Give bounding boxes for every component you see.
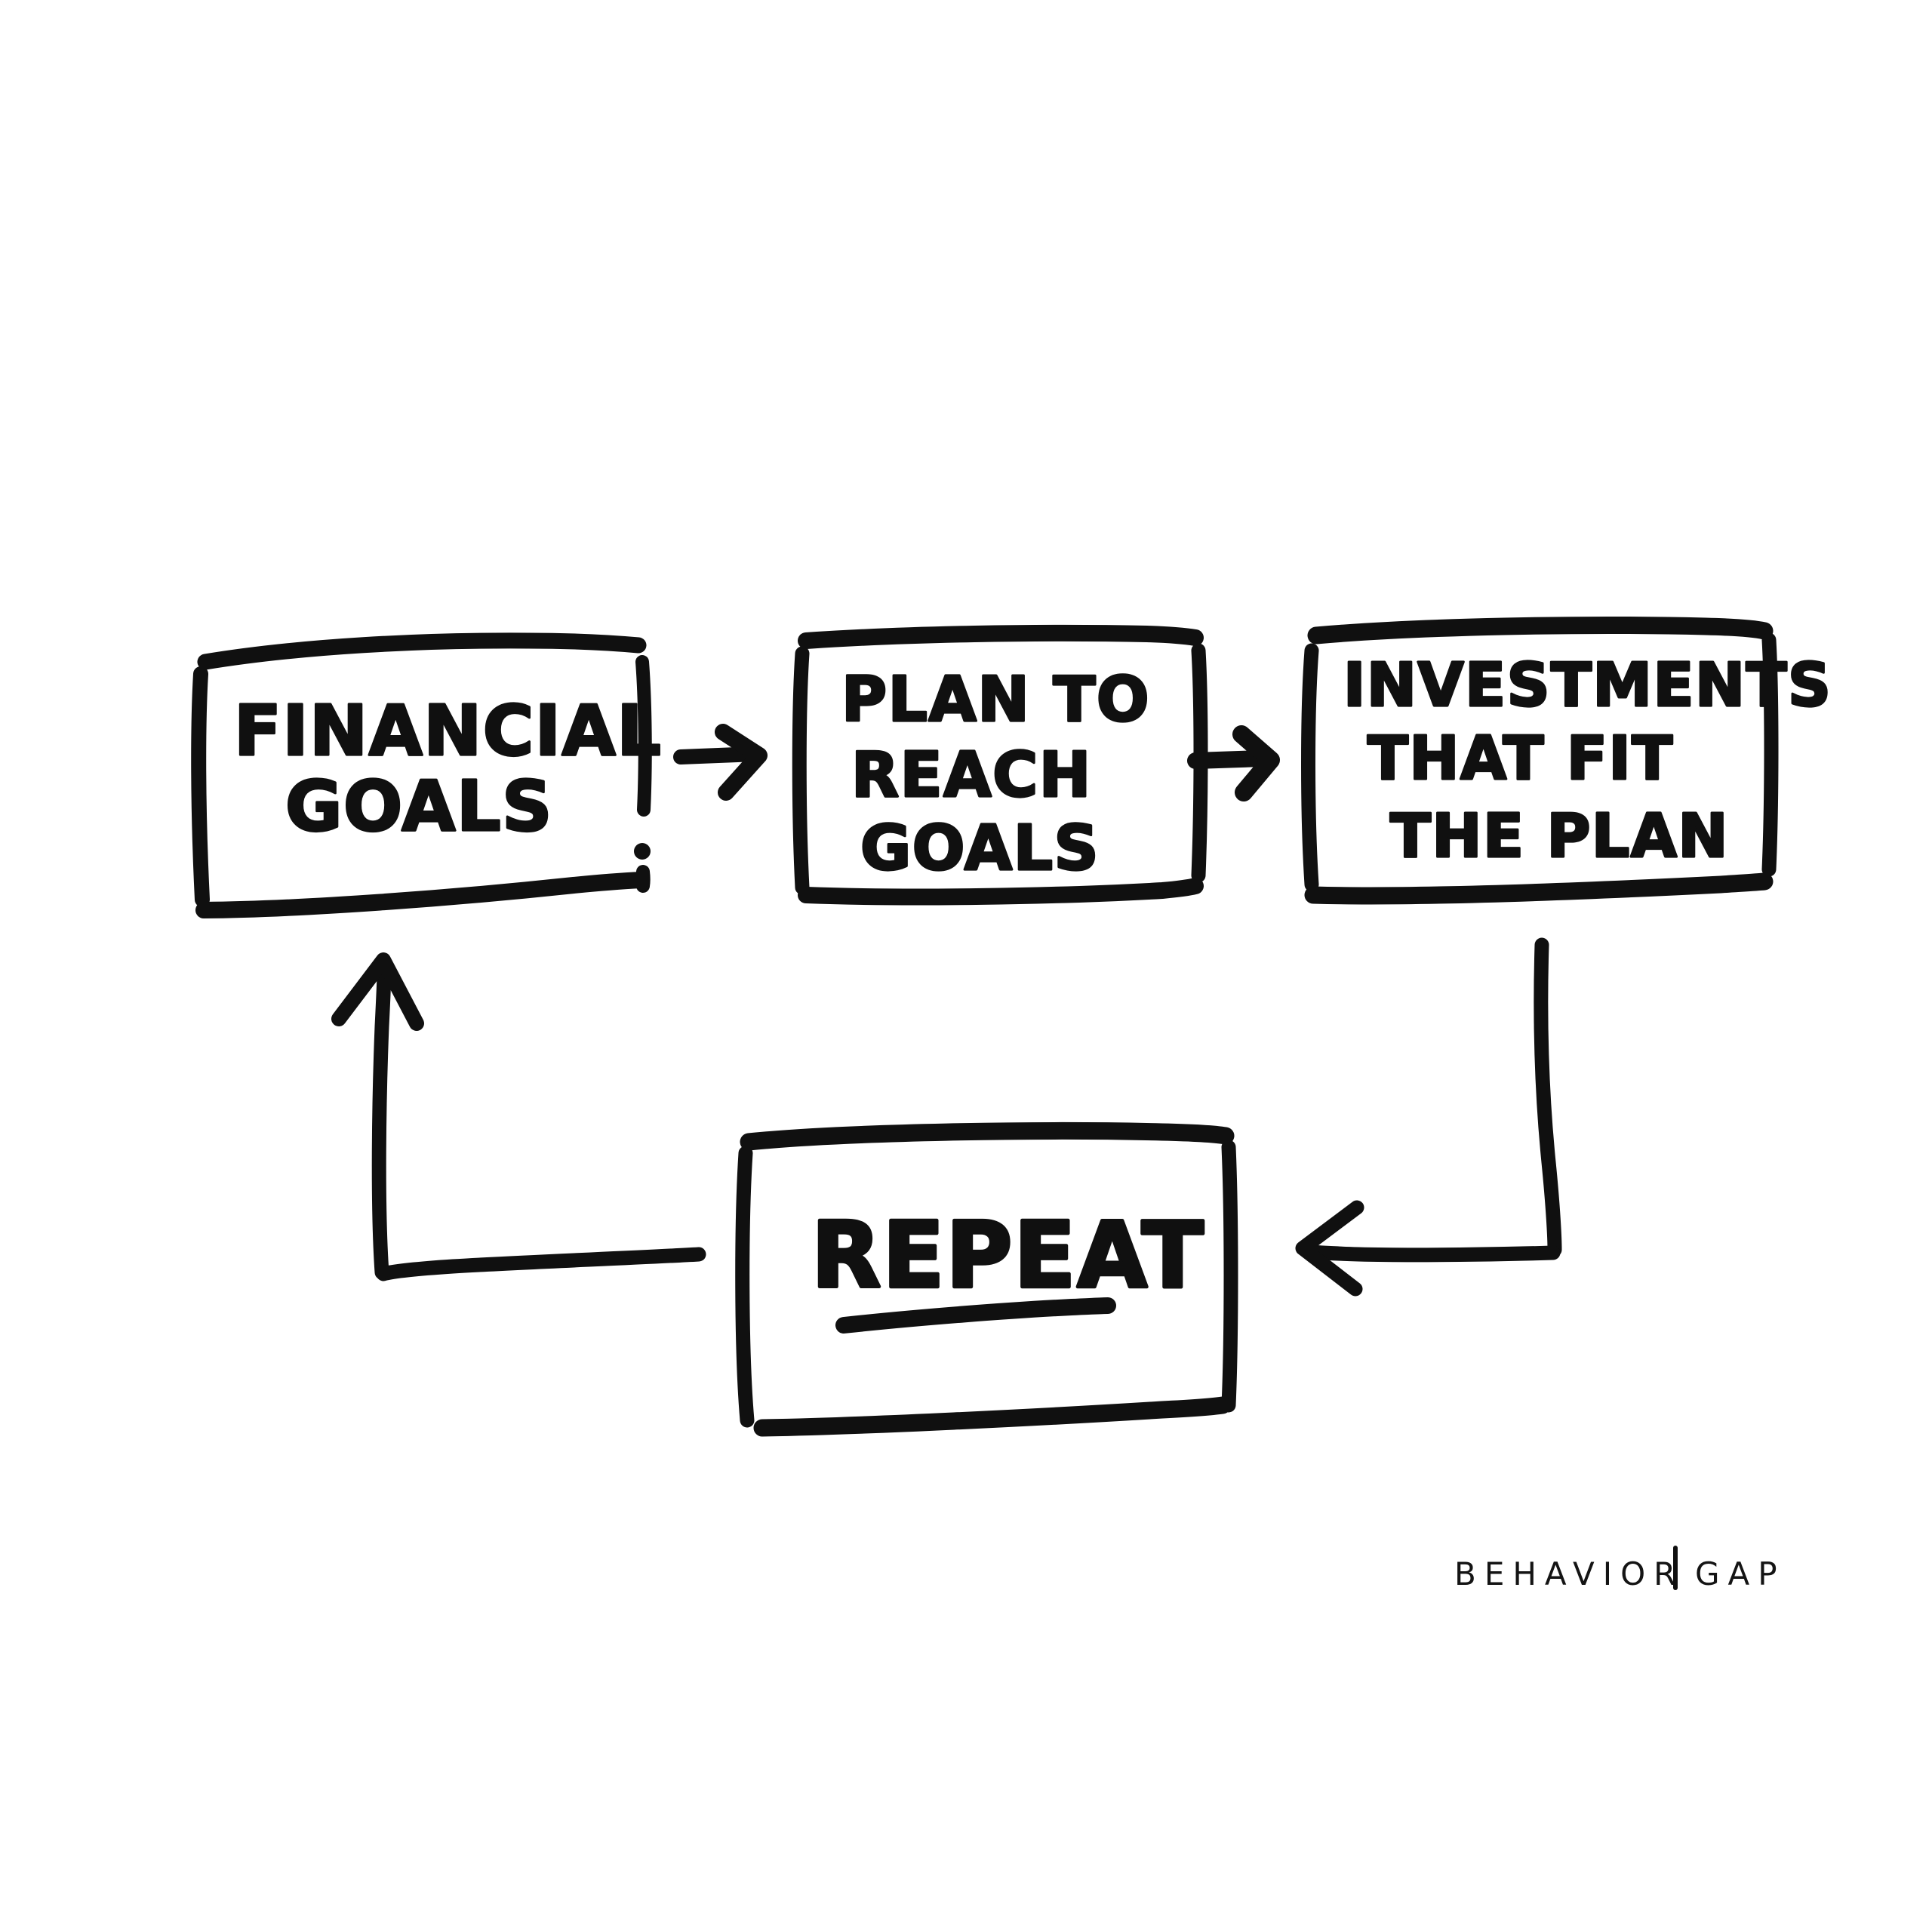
node-label-line-1: INVESTMENTS bbox=[1343, 651, 1832, 720]
node-box-bottom-edge bbox=[798, 878, 1204, 906]
node-box-left-edge bbox=[191, 666, 210, 907]
node-box-top-edge bbox=[798, 624, 1204, 649]
node-box-left-edge bbox=[735, 1146, 755, 1428]
repeat-underline bbox=[835, 1297, 1116, 1334]
node-label-repeat: REPEAT bbox=[811, 1204, 1205, 1309]
node-box-right-edge bbox=[1221, 1140, 1238, 1413]
node-plan-to-reach-goals[interactable]: PLAN TO REACH GOALS bbox=[792, 624, 1208, 906]
node-label-line-1: FINANCIAL bbox=[234, 691, 662, 771]
signature-behavior-gap: BEHAVIOR GAP bbox=[1454, 1546, 1786, 1592]
arrow-head-open-v bbox=[1295, 1200, 1364, 1297]
node-label-line-2: THAT FIT bbox=[1367, 724, 1674, 793]
connector-goals-to-plan[interactable] bbox=[673, 724, 768, 801]
node-box-bottom-edge bbox=[195, 872, 650, 918]
arrow-head-open-caret bbox=[331, 952, 424, 1031]
node-box-top-edge bbox=[197, 632, 647, 670]
connector-investments-to-repeat[interactable] bbox=[1295, 937, 1562, 1297]
node-box-right-edge bbox=[1761, 632, 1779, 877]
node-box-top-edge bbox=[740, 1122, 1235, 1151]
arrow-shaft bbox=[1187, 750, 1270, 769]
signature-left-word: BEHAVIOR bbox=[1454, 1555, 1684, 1592]
node-box-right-edge-dot bbox=[634, 843, 651, 860]
connector-horizontal-segment bbox=[376, 1247, 706, 1281]
connector-plan-to-investments[interactable] bbox=[1187, 725, 1280, 801]
connector-repeat-to-goals[interactable] bbox=[331, 952, 706, 1281]
node-investments-that-fit-the-plan[interactable]: INVESTMENTS THAT FIT THE PLAN bbox=[1301, 617, 1832, 905]
node-financial-goals[interactable]: FINANCIAL GOALS bbox=[191, 632, 662, 918]
signature-right-word: GAP bbox=[1695, 1555, 1786, 1592]
node-box-bottom-edge bbox=[1304, 872, 1774, 905]
connector-vertical-segment bbox=[1534, 937, 1562, 1257]
node-label-line-3: GOALS bbox=[860, 813, 1100, 884]
node-box-right-edge bbox=[635, 655, 652, 817]
node-label-line-2: GOALS bbox=[285, 766, 553, 847]
connector-horizontal-segment bbox=[1304, 1244, 1561, 1263]
node-box-left-edge bbox=[1301, 643, 1319, 892]
node-label-line-1: PLAN TO bbox=[841, 664, 1150, 736]
node-box-left-edge bbox=[792, 646, 810, 895]
node-label-line-2: REACH bbox=[851, 740, 1092, 811]
node-repeat[interactable]: REPEAT bbox=[735, 1122, 1238, 1437]
node-label-line-3: THE PLAN bbox=[1390, 801, 1729, 871]
node-box-top-edge bbox=[1307, 617, 1774, 645]
arrow-head-chevron bbox=[715, 724, 768, 801]
arrow-head-chevron bbox=[1232, 725, 1280, 801]
connector-vertical-segment bbox=[371, 964, 392, 1280]
node-box-bottom-edge bbox=[753, 1396, 1232, 1437]
